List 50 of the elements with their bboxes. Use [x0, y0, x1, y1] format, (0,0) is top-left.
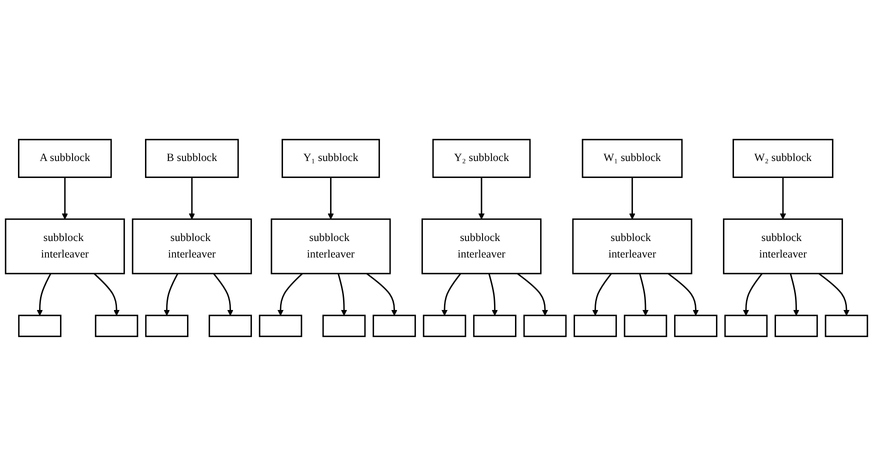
- node-box: subblock interleaver: [132, 218, 252, 274]
- node-box: [523, 314, 567, 338]
- arrow: [213, 273, 234, 316]
- node-box: subblock interleaver: [572, 218, 692, 274]
- node-box: W₁ subblock: [582, 138, 683, 178]
- node-box: Y₂ subblock: [432, 138, 531, 178]
- node-box: [473, 314, 516, 338]
- node-box: B subblock: [145, 138, 239, 178]
- node-box: A subblock: [18, 138, 112, 178]
- arrow: [592, 273, 612, 316]
- arrow: [668, 273, 699, 316]
- arrow: [164, 273, 178, 316]
- node-box: [422, 314, 466, 338]
- arrow: [629, 177, 636, 220]
- arrow: [818, 273, 850, 316]
- node-box: subblock interleaver: [422, 218, 542, 274]
- node-box: [322, 314, 366, 338]
- arrow: [516, 273, 548, 316]
- node-box: [674, 314, 718, 338]
- node-box: subblock interleaver: [4, 218, 125, 274]
- node-box: subblock interleaver: [722, 218, 843, 274]
- node-box: W₂ subblock: [732, 138, 834, 178]
- arrow: [188, 177, 195, 220]
- arrow: [742, 273, 763, 316]
- arrow: [36, 273, 52, 316]
- node-box: [145, 314, 188, 338]
- node-box: [574, 314, 617, 338]
- node-box: [18, 314, 62, 338]
- arrow: [366, 273, 398, 316]
- arrow: [62, 177, 68, 220]
- node-box: [208, 314, 252, 338]
- arrow: [639, 273, 649, 316]
- node-box: [824, 314, 868, 338]
- arrow: [478, 177, 485, 220]
- arrow: [780, 177, 786, 220]
- node-box: subblock interleaver: [270, 218, 391, 274]
- node-box: [774, 314, 818, 338]
- node-box: [372, 314, 416, 338]
- arrow: [328, 177, 334, 220]
- arrow: [488, 273, 498, 316]
- arrow: [338, 273, 348, 316]
- node-box: [94, 314, 138, 338]
- node-box: Y₁ subblock: [282, 138, 380, 178]
- arrow: [441, 273, 462, 316]
- arrow: [94, 273, 120, 316]
- node-box: [724, 314, 768, 338]
- node-box: [258, 314, 302, 338]
- node-box: [624, 314, 668, 338]
- arrow: [790, 273, 800, 316]
- arrow: [277, 273, 303, 316]
